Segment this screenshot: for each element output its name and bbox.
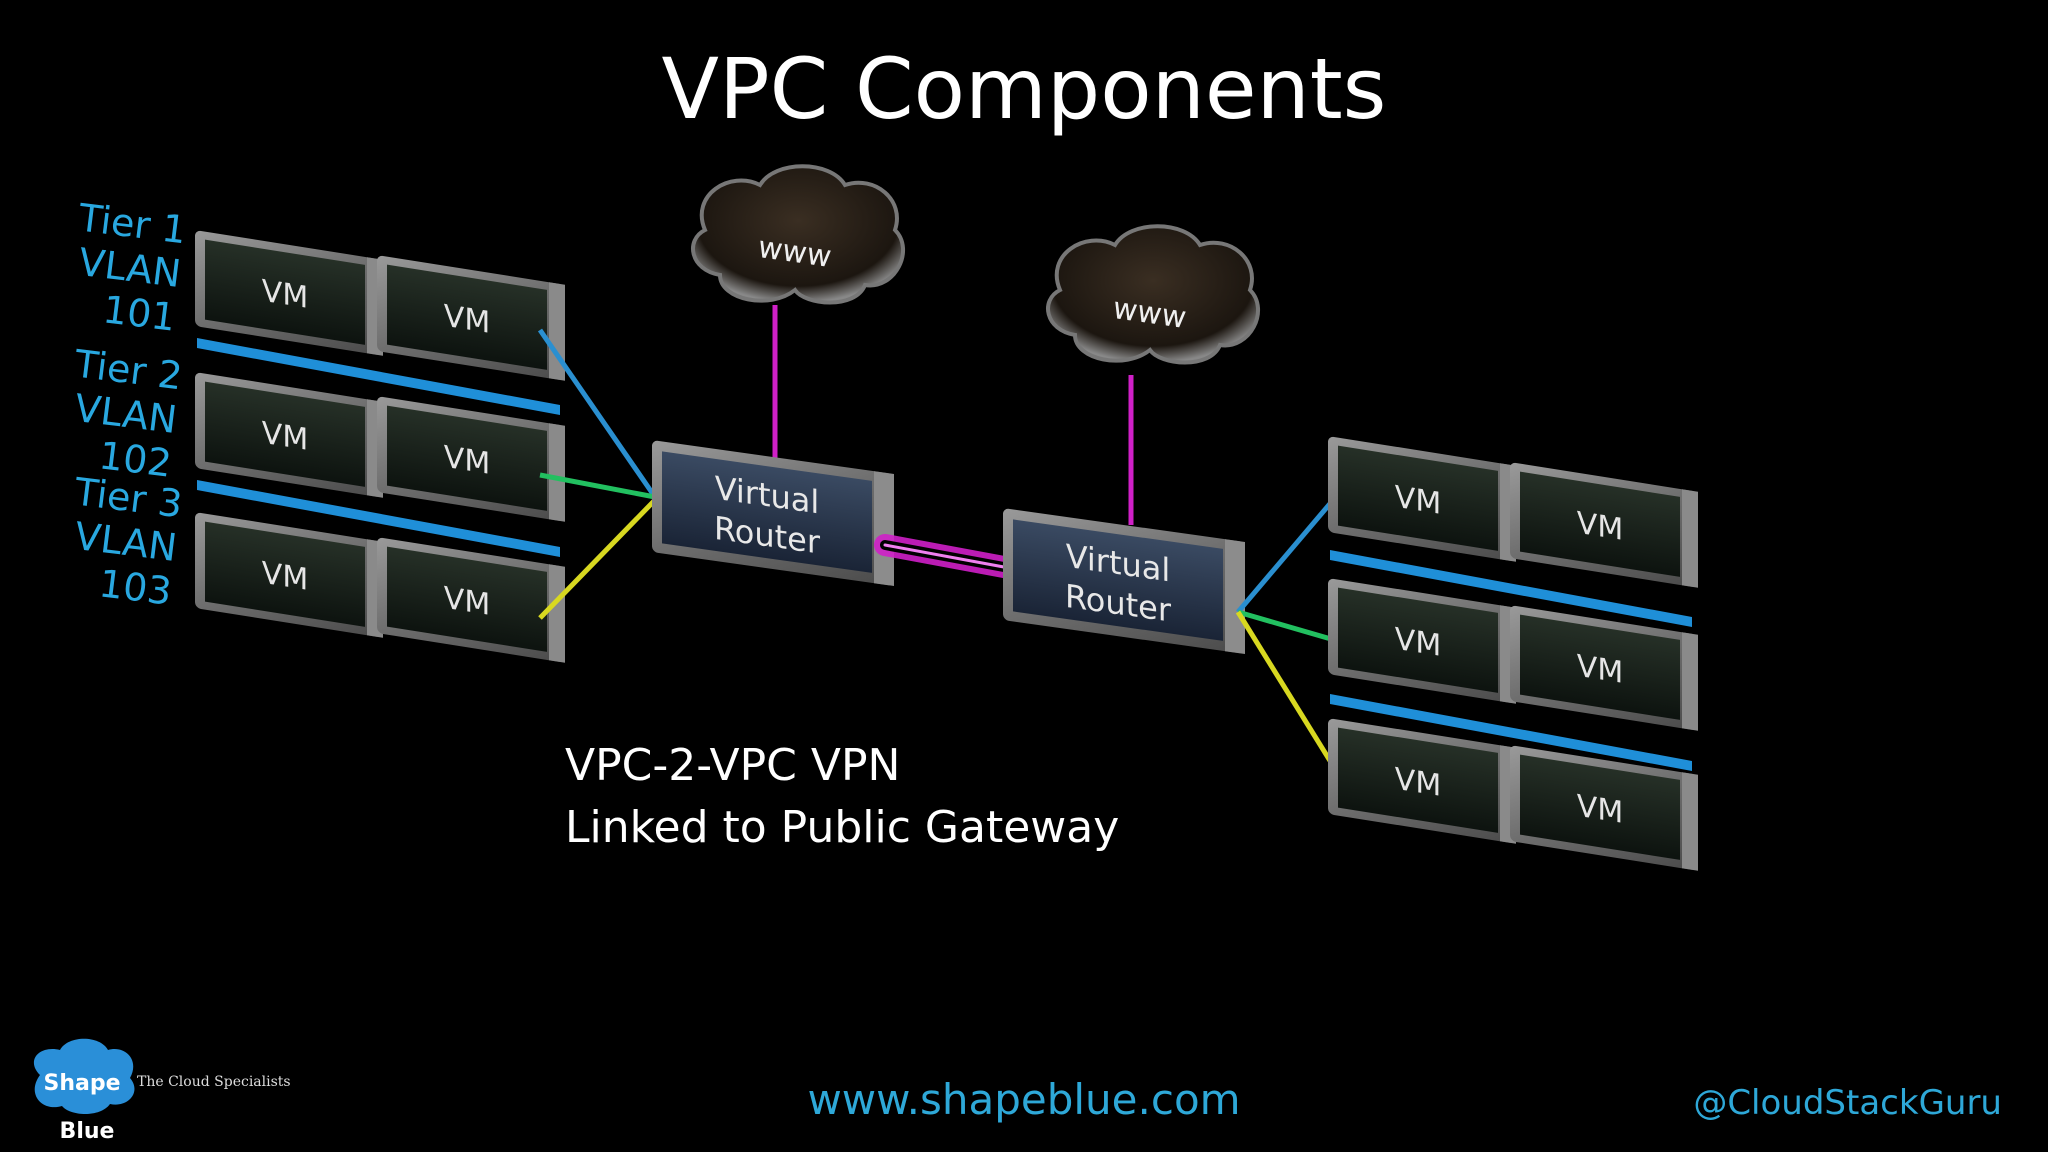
page-title: VPC Components [661, 40, 1387, 138]
footer-handle: @CloudStackGuru [1693, 1083, 2002, 1123]
logo-top-text: Shape [43, 1071, 120, 1096]
footer-url: www.shapeblue.com [807, 1075, 1241, 1124]
right-vm-grid: VM VM VM VM VM [1328, 436, 1698, 871]
vm-label: VM [1395, 480, 1441, 522]
vm-label: VM [262, 274, 308, 316]
caption-line1: VPC-2-VPC VPN [565, 740, 901, 791]
vm-label: VM [262, 556, 308, 598]
tier1-link-left [537, 328, 658, 499]
tier3-link-right [1235, 610, 1348, 787]
tier2-link-left [539, 472, 656, 500]
vlan-bar-tier2-right [1330, 694, 1692, 771]
vlan-bar-tier1-right [1330, 550, 1692, 627]
internet-cloud-left: www [691, 164, 906, 305]
virtual-router-left: Virtual Router [652, 440, 894, 587]
vm-label: VM [1395, 762, 1441, 804]
vm-label: VM [1577, 789, 1623, 831]
vm-label: VM [444, 581, 490, 623]
tier3-label: Tier 3 VLAN 103 [0, 462, 184, 614]
vm-label: VM [1577, 506, 1623, 548]
vm-box: VM [1510, 745, 1698, 871]
vm-label: VM [444, 440, 490, 482]
logo-bottom-text: Blue [60, 1119, 115, 1144]
vpc-vpn-tunnel [874, 534, 1031, 581]
vm-label: VM [444, 299, 490, 341]
internet-cloud-right: www [1046, 224, 1261, 365]
tier1-link-right [1236, 484, 1347, 614]
vm-label: VM [1577, 649, 1623, 691]
vm-box: VM [377, 396, 565, 522]
tier1-label: Tier 1 VLAN 101 [4, 188, 188, 340]
logo-tagline: The Cloud Specialists [137, 1074, 291, 1090]
vm-box: VM [1328, 718, 1516, 844]
tier3-link-left [538, 498, 657, 620]
vm-label: VM [262, 416, 308, 458]
vlan-bar-tier2-left [197, 480, 560, 557]
vm-box: VM [377, 255, 565, 381]
vm-label: VM [1395, 622, 1441, 664]
vm-box: VM [377, 537, 565, 663]
vm-box: VM [1510, 605, 1698, 731]
vm-box: VM [1328, 436, 1516, 562]
shapeblue-logo: Shape Blue [33, 1038, 135, 1144]
vm-box: VM [195, 372, 383, 498]
vm-box: VM [195, 230, 383, 356]
caption-line2: Linked to Public Gateway [565, 802, 1120, 853]
vm-box: VM [1510, 462, 1698, 588]
vm-box: VM [1328, 578, 1516, 704]
caption: VPC-2-VPC VPN Linked to Public Gateway [565, 735, 1119, 859]
left-vm-grid: VM VM VM VM VM [195, 230, 565, 663]
vm-box: VM [195, 512, 383, 638]
vlan-bar-tier1-left [197, 338, 560, 415]
virtual-router-right: Virtual Router [1003, 508, 1245, 655]
